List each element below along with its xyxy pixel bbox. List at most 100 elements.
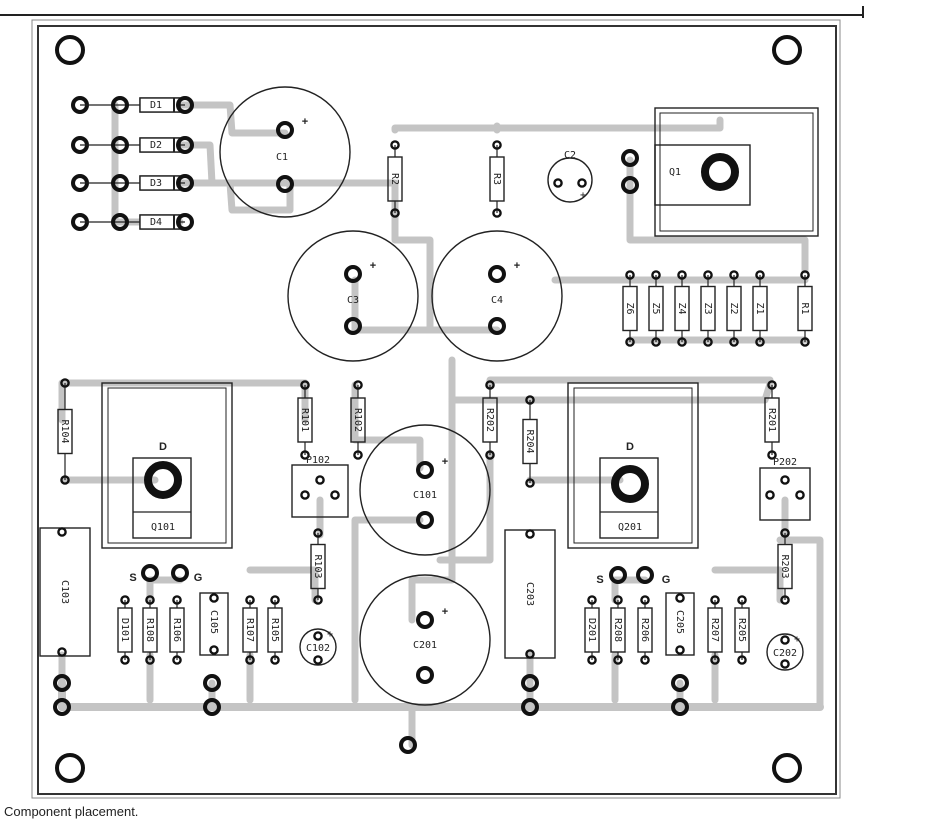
q201-tab-hole <box>611 465 649 503</box>
res-r208 <box>610 607 626 653</box>
cap-c202-plus: + <box>794 634 800 645</box>
pad <box>765 490 775 500</box>
components <box>39 35 819 783</box>
pad <box>57 527 67 537</box>
res-r1 <box>797 285 813 332</box>
pad <box>703 337 713 347</box>
pad <box>120 595 130 605</box>
pad <box>57 647 67 657</box>
pad <box>313 595 323 605</box>
cap-c202 <box>766 633 804 671</box>
cap-c4-plus: + <box>514 260 520 272</box>
pot-p102-label: P102 <box>306 455 330 466</box>
pad <box>390 140 400 150</box>
pad <box>621 176 639 194</box>
cap-c203-label: C203 <box>524 582 535 606</box>
pad <box>399 736 417 754</box>
cap-c202-label: C202 <box>773 648 797 659</box>
pad <box>145 655 155 665</box>
pad <box>344 265 362 283</box>
cap-c101-plus: + <box>442 456 448 468</box>
res-r204-label: R204 <box>524 429 535 453</box>
pad <box>353 380 363 390</box>
cap-c1-label: C1 <box>276 152 288 163</box>
mounting-hole <box>772 35 802 65</box>
pad <box>636 566 654 584</box>
res-r202-label: R202 <box>484 408 495 432</box>
diode-d101 <box>117 607 133 653</box>
pot-p202-label: P202 <box>773 457 797 468</box>
pad <box>800 270 810 280</box>
res-r207 <box>707 607 723 653</box>
pot-p102 <box>291 464 349 518</box>
diode-d2-label: D2 <box>150 140 162 151</box>
pad <box>141 564 159 582</box>
pad <box>780 475 790 485</box>
res-r203 <box>777 543 793 590</box>
res-r103 <box>310 543 326 590</box>
q1-body <box>654 144 751 206</box>
res-r108-label: R108 <box>144 618 155 642</box>
pad <box>300 490 310 500</box>
pad <box>60 378 70 388</box>
diode-d3-label: D3 <box>150 178 162 189</box>
cap-c3-label: C3 <box>347 295 359 306</box>
cap-c4-label: C4 <box>491 295 503 306</box>
pad <box>344 317 362 335</box>
pad <box>176 213 194 231</box>
res-r104-label: R104 <box>59 419 70 443</box>
pad <box>416 511 434 529</box>
zener-z6 <box>622 285 638 332</box>
pad <box>525 478 535 488</box>
track <box>176 101 289 137</box>
cap-c4 <box>431 230 563 362</box>
q201-heatsink-inner <box>573 387 693 544</box>
q1-label: Q1 <box>669 167 681 178</box>
cap-c102 <box>299 628 337 666</box>
pad <box>710 595 720 605</box>
res-r206-label: R206 <box>639 618 650 642</box>
pad <box>587 655 597 665</box>
pad <box>270 655 280 665</box>
pad <box>53 698 71 716</box>
pad <box>60 475 70 485</box>
res-r108 <box>142 607 158 653</box>
res-r207-label: R207 <box>709 618 720 642</box>
pad <box>492 140 502 150</box>
res-r102-label: R102 <box>352 408 363 432</box>
pad <box>677 337 687 347</box>
pad <box>276 175 294 193</box>
res-r101 <box>297 397 313 443</box>
zener-z2-label: Z2 <box>728 302 739 314</box>
track <box>111 101 184 226</box>
zener-z1-label: Z1 <box>754 302 765 314</box>
pad <box>209 645 219 655</box>
res-r3 <box>489 156 505 202</box>
pad <box>111 96 129 114</box>
cap-c201-plus: + <box>442 606 448 618</box>
pad <box>300 450 310 460</box>
pad <box>525 395 535 405</box>
pad <box>315 475 325 485</box>
pad <box>390 208 400 218</box>
pad <box>53 674 71 692</box>
cap-c201-label: C201 <box>413 640 437 651</box>
res-r107-label: R107 <box>244 618 255 642</box>
top-rule <box>0 14 862 16</box>
res-r2-label: R2 <box>389 173 400 185</box>
zener-z5 <box>648 285 664 332</box>
pad <box>245 655 255 665</box>
zener-z5-label: Z5 <box>650 302 661 314</box>
track <box>776 536 824 711</box>
pad <box>677 270 687 280</box>
q201-heatsink <box>567 382 699 549</box>
res-r201-label: R201 <box>766 408 777 432</box>
res-r104 <box>57 408 73 455</box>
mounting-hole <box>772 753 802 783</box>
q101-source-label: S <box>129 572 136 584</box>
pad <box>145 595 155 605</box>
pad <box>640 595 650 605</box>
pad <box>416 666 434 684</box>
pad <box>767 450 777 460</box>
pad <box>703 270 713 280</box>
